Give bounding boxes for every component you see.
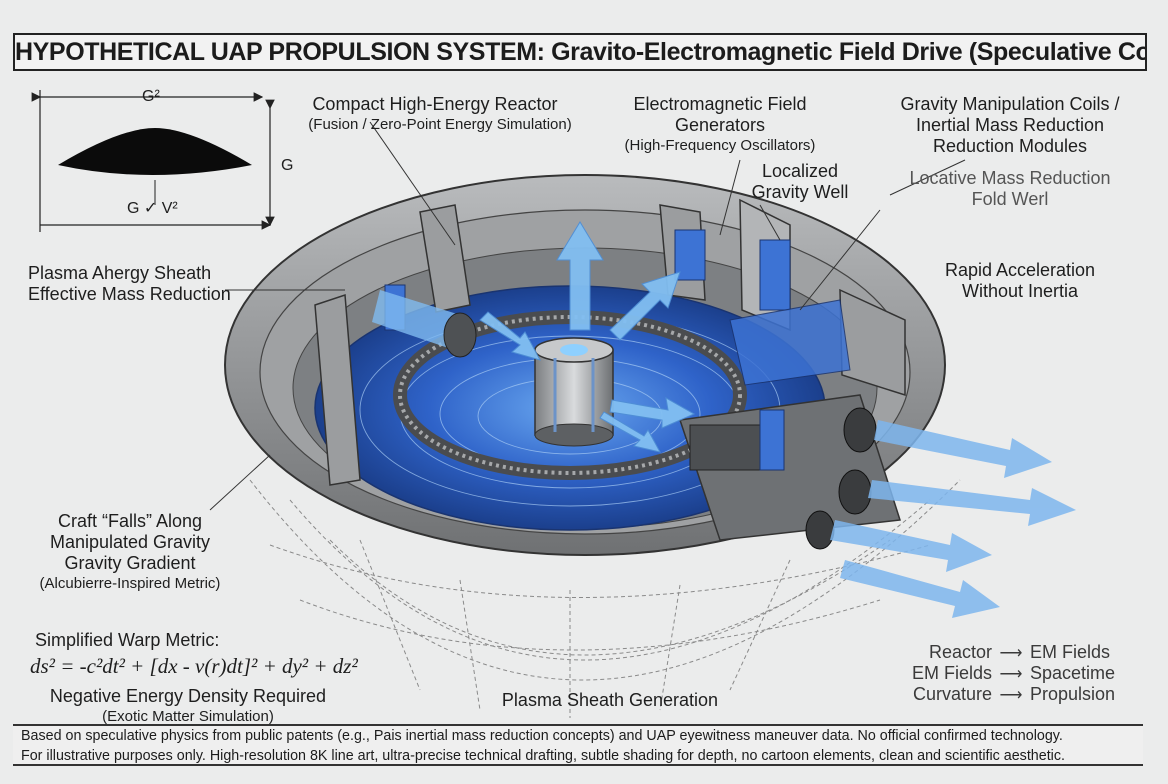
exotic-matter-label: (Exotic Matter Simulation) [102,708,274,725]
craft-falls-sublabel: (Alcubierre-Inspired Metric) [39,575,221,592]
flow-arrow-icon: ⟶ [999,665,1023,683]
gravity-well-label: Localized [761,161,839,181]
lattice-dome [249,479,961,718]
flow-target: EM Fields [1030,642,1111,662]
inset-right-label: G [281,157,294,174]
coils-label-2: Inertial Mass Reduction [915,115,1105,135]
rapid-acceleration-label: Rapid Acceleration [944,260,1096,280]
flow-row: EM Fields ⟶ Spacetime [900,663,1130,684]
flow-source: Curvature [912,684,992,704]
locative-label-2: Fold Werl [971,189,1049,209]
inset-top-label: G² [142,88,160,105]
coils-label-3: Reduction Modules [932,136,1088,156]
page-title: HYPOTHETICAL UAP PROPULSION SYSTEM: Grav… [13,33,1147,71]
flow-row: Curvature ⟶ Propulsion [900,684,1130,705]
flow-source: EM Fields [911,663,992,683]
plasma-sheath-generation-label: Plasma Sheath Generation [501,690,719,710]
saucer-silhouette [58,128,252,175]
field-arrows [479,221,696,453]
exhaust-beams [830,420,1076,618]
footer-line-2: For illustrative purposes only. High-res… [21,748,1065,764]
footer-line-1: Based on speculative physics from public… [21,728,1063,744]
gravity-well-label-2: Gravity Well [751,182,849,202]
flow-arrow-icon: ⟶ [999,644,1023,662]
craft-falls-label: Craft “Falls” Along [57,511,203,531]
flow-source: Reactor [928,642,992,662]
left-emitter [372,290,477,358]
coils-label: Gravity Manipulation Coils / [900,94,1120,114]
em-generators-sublabel: (High-Frequency Oscillators) [624,137,816,154]
warp-metric-equation: ds² = -c²dt² + [dx - v(r)dt]² + dy² + dz… [30,654,358,678]
craft-falls-label-2: Manipulated Gravity [49,532,211,552]
flow-target: Propulsion [1030,684,1116,704]
process-flow: Reactor ⟶ EM Fields EM Fields ⟶ Spacetime Cu… [900,642,1130,705]
leader-lines [209,121,966,511]
rapid-acceleration-label-2: Without Inertia [961,281,1079,301]
reactor-core [534,337,614,447]
reactor-sublabel: (Fusion / Zero-Point Energy Simulation) [308,116,572,133]
craft-falls-label-3: Gravity Gradient [64,553,196,573]
flow-arrow-icon: ⟶ [999,686,1023,704]
flow-target: Spacetime [1030,663,1116,683]
inset-saucer-schematic [31,90,275,232]
metric-heading: Simplified Warp Metric: [35,630,220,650]
inset-bottom-label: G ✓ V² [127,200,178,217]
em-generators-label-2: Generators [674,115,766,135]
disclaimer-footer: Based on speculative physics from public… [13,724,1143,766]
flow-row: Reactor ⟶ EM Fields [900,642,1130,663]
plasma-sublabel: Effective Mass Reduction [28,284,231,304]
reactor-label: Compact High-Energy Reactor [312,94,558,114]
em-generators-label: Electromagnetic Field [633,94,807,114]
plasma-label: Plasma Ahergy Sheath [28,263,212,283]
thruster-assembly [679,394,901,550]
locative-label: Locative Mass Reduction [909,168,1111,188]
negative-energy-label: Negative Energy Density Required [49,686,327,706]
